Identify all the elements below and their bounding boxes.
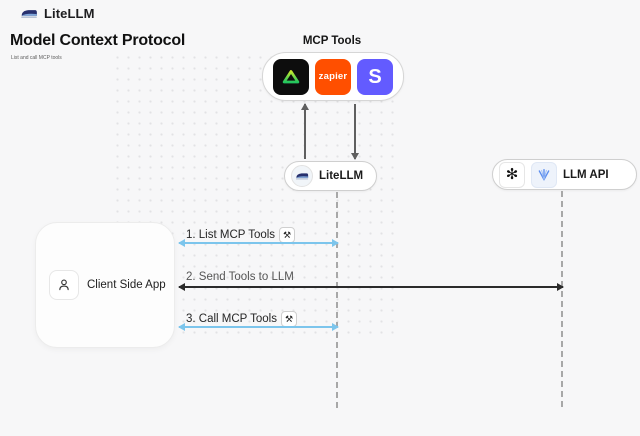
arrow-mcptools-to-litellm: [350, 104, 359, 160]
step-2-label: 2. Send Tools to LLM: [186, 271, 294, 283]
arrow-litellm-to-mcptools: [300, 103, 309, 159]
arrowhead-left-icon: [178, 323, 185, 331]
llm-api-lifeline: [561, 191, 563, 408]
stripe-letter: S: [368, 65, 382, 88]
arrow-call-mcp-tools: [178, 323, 339, 331]
mcp-tools-label: MCP Tools: [302, 35, 362, 47]
stripe-icon: S: [357, 58, 393, 95]
arrowhead-left-icon: [178, 283, 185, 291]
arrow-list-mcp-tools: [178, 239, 339, 247]
arrowhead-down-icon: [350, 153, 359, 160]
step-3-label: 3. Call MCP Tools ⚒: [186, 311, 297, 327]
llm-api-node: ✻ LLM API: [492, 159, 637, 190]
litellm-lifeline: [336, 192, 338, 408]
client-side-app-label: Client Side App: [87, 279, 166, 291]
arrowhead-right-icon: [332, 323, 339, 331]
page-title: Model Context Protocol: [10, 32, 186, 49]
mcp-tools-node: zapier S: [262, 52, 404, 101]
arrowhead-right-icon: [557, 283, 564, 291]
arrowhead-up-icon: [300, 103, 309, 110]
litellm-node: LiteLLM: [284, 161, 377, 191]
arrow-send-tools-to-llm: [178, 283, 564, 291]
user-icon: [49, 270, 79, 300]
litellm-node-label: LiteLLM: [319, 170, 364, 182]
litellm-train-logo-icon: [20, 7, 38, 20]
tools-icon: ⚒: [280, 311, 297, 327]
step-3-text: 3. Call MCP Tools: [186, 313, 277, 325]
llm-provider-icon: [531, 161, 557, 188]
zapier-icon: zapier: [315, 58, 351, 95]
tools-icon: ⚒: [279, 227, 296, 243]
page-subtitle: List and call MCP tools: [11, 55, 62, 61]
step-2-text: 2. Send Tools to LLM: [186, 271, 294, 283]
openai-logo-icon: ✻: [499, 161, 525, 188]
arrowhead-right-icon: [332, 239, 339, 247]
brand: LiteLLM: [20, 6, 95, 21]
step-1-label: 1. List MCP Tools ⚒: [186, 227, 296, 243]
client-side-app-node: Client Side App: [35, 222, 175, 348]
step-1-text: 1. List MCP Tools: [186, 229, 276, 241]
triangle-server-icon: [273, 58, 309, 95]
zapier-wordmark: zapier: [318, 71, 348, 82]
litellm-node-logo-icon: [291, 165, 313, 187]
brand-name: LiteLLM: [44, 6, 95, 21]
llm-api-node-label: LLM API: [563, 168, 609, 181]
arrowhead-left-icon: [178, 239, 185, 247]
